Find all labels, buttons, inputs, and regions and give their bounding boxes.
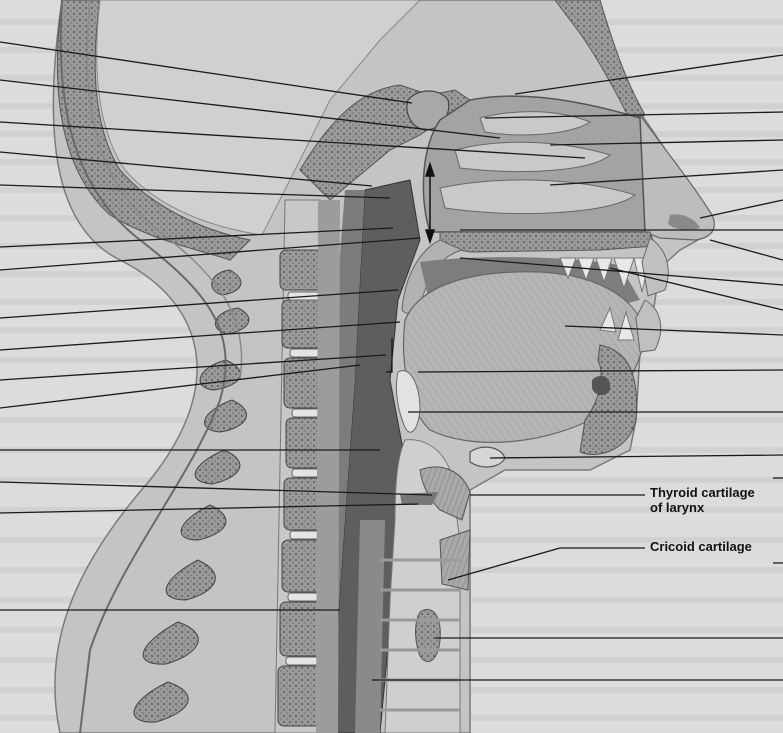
mental-foramen [592, 376, 610, 395]
thyroid-label-line1: Thyroid cartilage [650, 485, 755, 500]
vertebral-column [275, 200, 340, 733]
cricoid-label-text: Cricoid cartilage [650, 539, 752, 554]
cricoid-cartilage-label: Cricoid cartilage [650, 539, 752, 554]
thyroid-cartilage-label: Thyroid cartilage of larynx [650, 485, 755, 515]
esophagus [355, 520, 385, 733]
thyroid-label-line2: of larynx [650, 500, 704, 515]
thyroid-gland [416, 609, 441, 661]
